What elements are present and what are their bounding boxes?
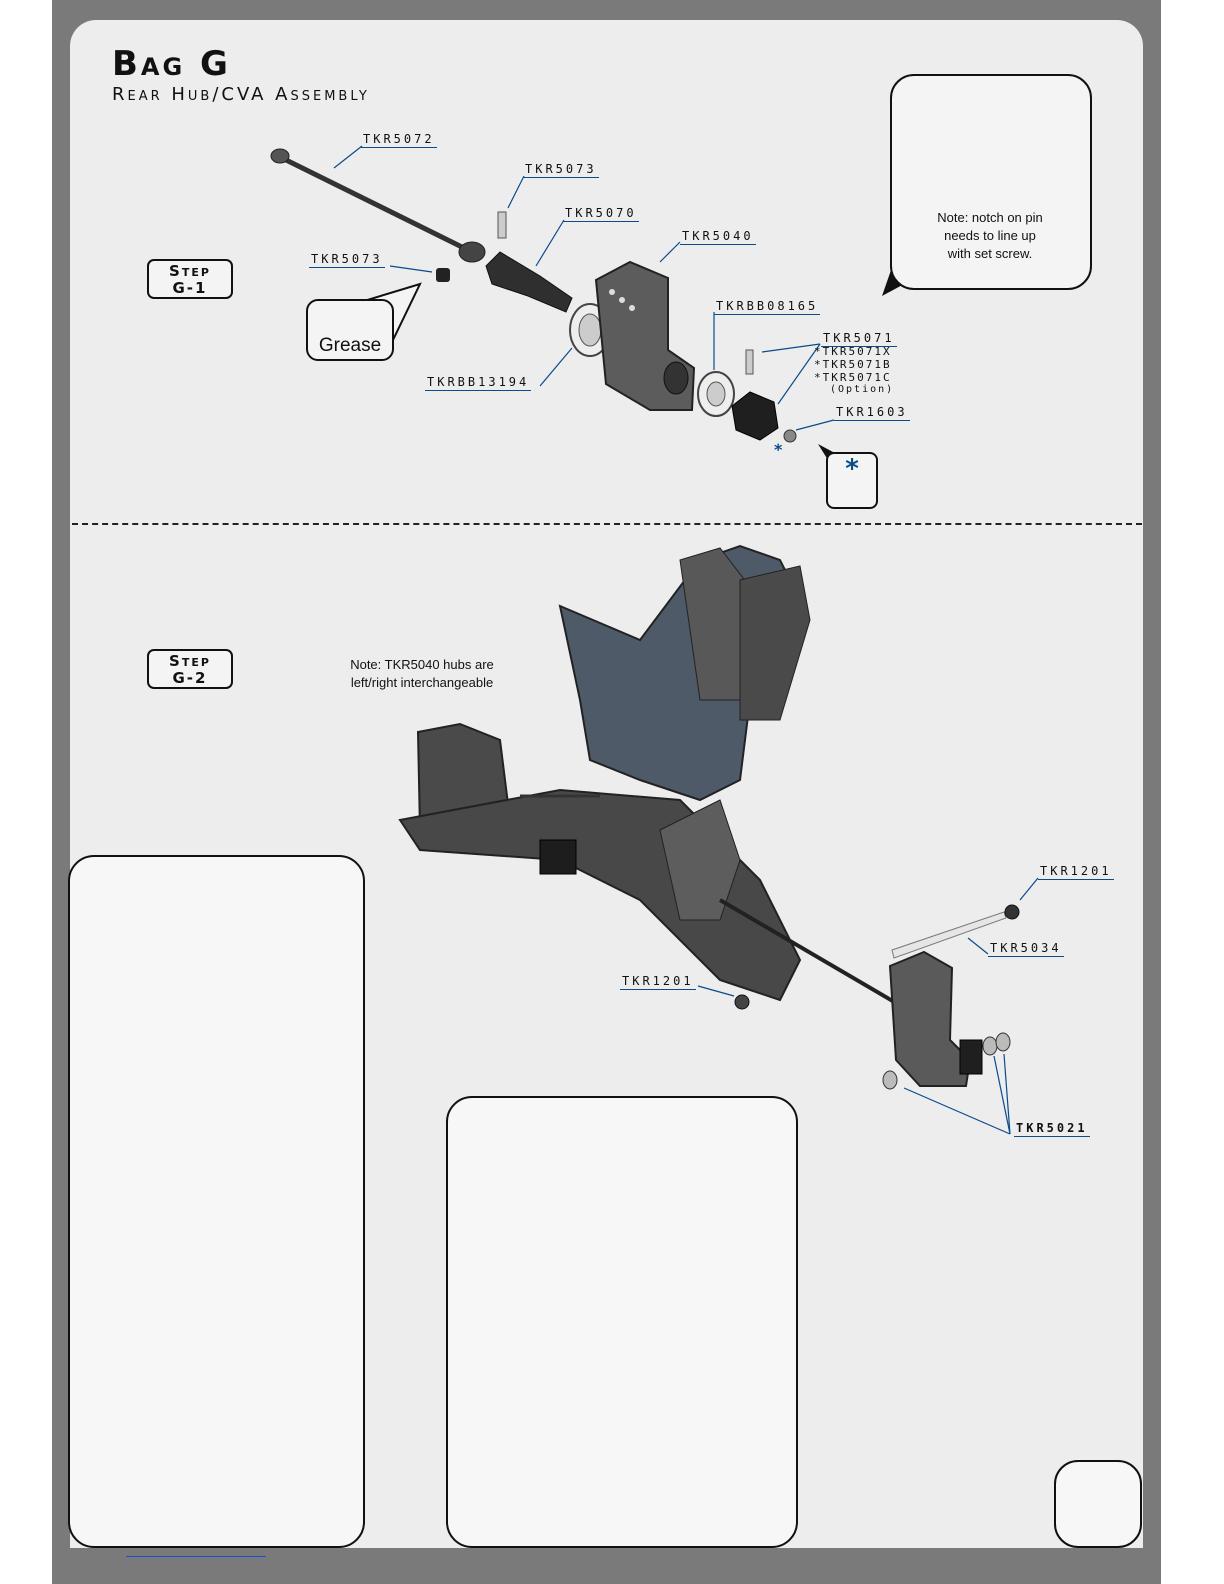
step-g2-label: Step [169, 652, 211, 670]
hub-alignment-inset [446, 1096, 798, 1548]
grease-callout: Grease [306, 299, 394, 361]
part-label-tkr5071x: *TKR5071X [814, 345, 892, 358]
hub-interchangeable-note: Note: TKR5040 hubs are left/right interc… [330, 656, 514, 692]
leader-lines-step1 [333, 145, 835, 431]
page-number-box [1054, 1460, 1142, 1548]
part-label-tkr5071b: *TKR5071B [814, 358, 892, 371]
step-g2-badge: Step G-2 [147, 649, 233, 689]
pin-notch-note-line2: needs to line up [944, 228, 1036, 243]
pin-notch-note-line1: Note: notch on pin [937, 210, 1043, 225]
option-star-box: * [826, 452, 878, 509]
parts-list-box [68, 855, 365, 1548]
nylon-nut-icon-2 [734, 994, 750, 1010]
part-label-tkr5021: TKR5021 [1014, 1121, 1090, 1137]
part-label-tkr5073-screw: TKR5073 [309, 252, 385, 268]
part-label-tkr5071c: *TKR5071C [814, 371, 892, 384]
part-label-tkr5070: TKR5070 [563, 206, 639, 222]
step-g1-label: Step [169, 262, 211, 280]
washer-icons [882, 1032, 1011, 1090]
part-label-tkr5034: TKR5034 [988, 941, 1064, 957]
step-g1-number: G-1 [172, 279, 208, 297]
part-label-tkr1603: TKR1603 [834, 405, 910, 421]
step-g1-badge: Step G-1 [147, 259, 233, 299]
option-star-marker: * [774, 440, 783, 459]
pin-icon [497, 211, 507, 239]
rear-hub-icon [594, 260, 696, 411]
footer-link-underline [126, 1556, 266, 1557]
set-screw-icon [436, 268, 450, 282]
wheel-hex-icon [731, 391, 779, 441]
leader-lines-step2 [697, 877, 1039, 1135]
section-divider [72, 523, 1142, 525]
wheel-pin-icon [745, 349, 754, 375]
part-label-tkr5072: TKR5072 [361, 132, 437, 148]
part-label-tkr5040: TKR5040 [680, 229, 756, 245]
hinge-pin-icon [891, 911, 1007, 959]
grease-label: Grease [318, 335, 382, 356]
axle-icon [485, 251, 573, 313]
step-g2-number: G-2 [172, 669, 208, 687]
part-label-tkr1201-lower: TKR1201 [620, 974, 696, 990]
part-label-tkr1201-upper: TKR1201 [1038, 864, 1114, 880]
rear-hub-assembled-icon [888, 950, 983, 1087]
part-label-tkrbb13194: TKRBB13194 [425, 375, 532, 391]
nylon-nut-icon [1004, 904, 1020, 920]
pin-notch-callout [890, 74, 1092, 290]
hub-note-line1: Note: TKR5040 hubs are [350, 657, 494, 672]
part-label-tkr5073-pin: TKR5073 [523, 162, 599, 178]
pin-notch-note: Note: notch on pin needs to line up with… [900, 209, 1080, 263]
part-label-option: (Option) [830, 384, 895, 395]
part-label-tkrbb08165: TKRBB08165 [714, 299, 821, 315]
page-subtitle: Rear Hub/CVA Assembly [112, 84, 370, 105]
part-label-tkr5071: TKR5071 [821, 331, 897, 347]
hub-note-line2: left/right interchangeable [350, 675, 494, 690]
rear-chassis-assembly-icon [398, 544, 910, 1012]
option-star-symbol: * [845, 454, 859, 484]
pin-notch-note-line3: with set screw. [947, 246, 1033, 261]
page-title: Bag G [112, 44, 231, 84]
hex-set-screw-icon [783, 429, 797, 443]
cva-driveshaft-icon [270, 148, 486, 263]
